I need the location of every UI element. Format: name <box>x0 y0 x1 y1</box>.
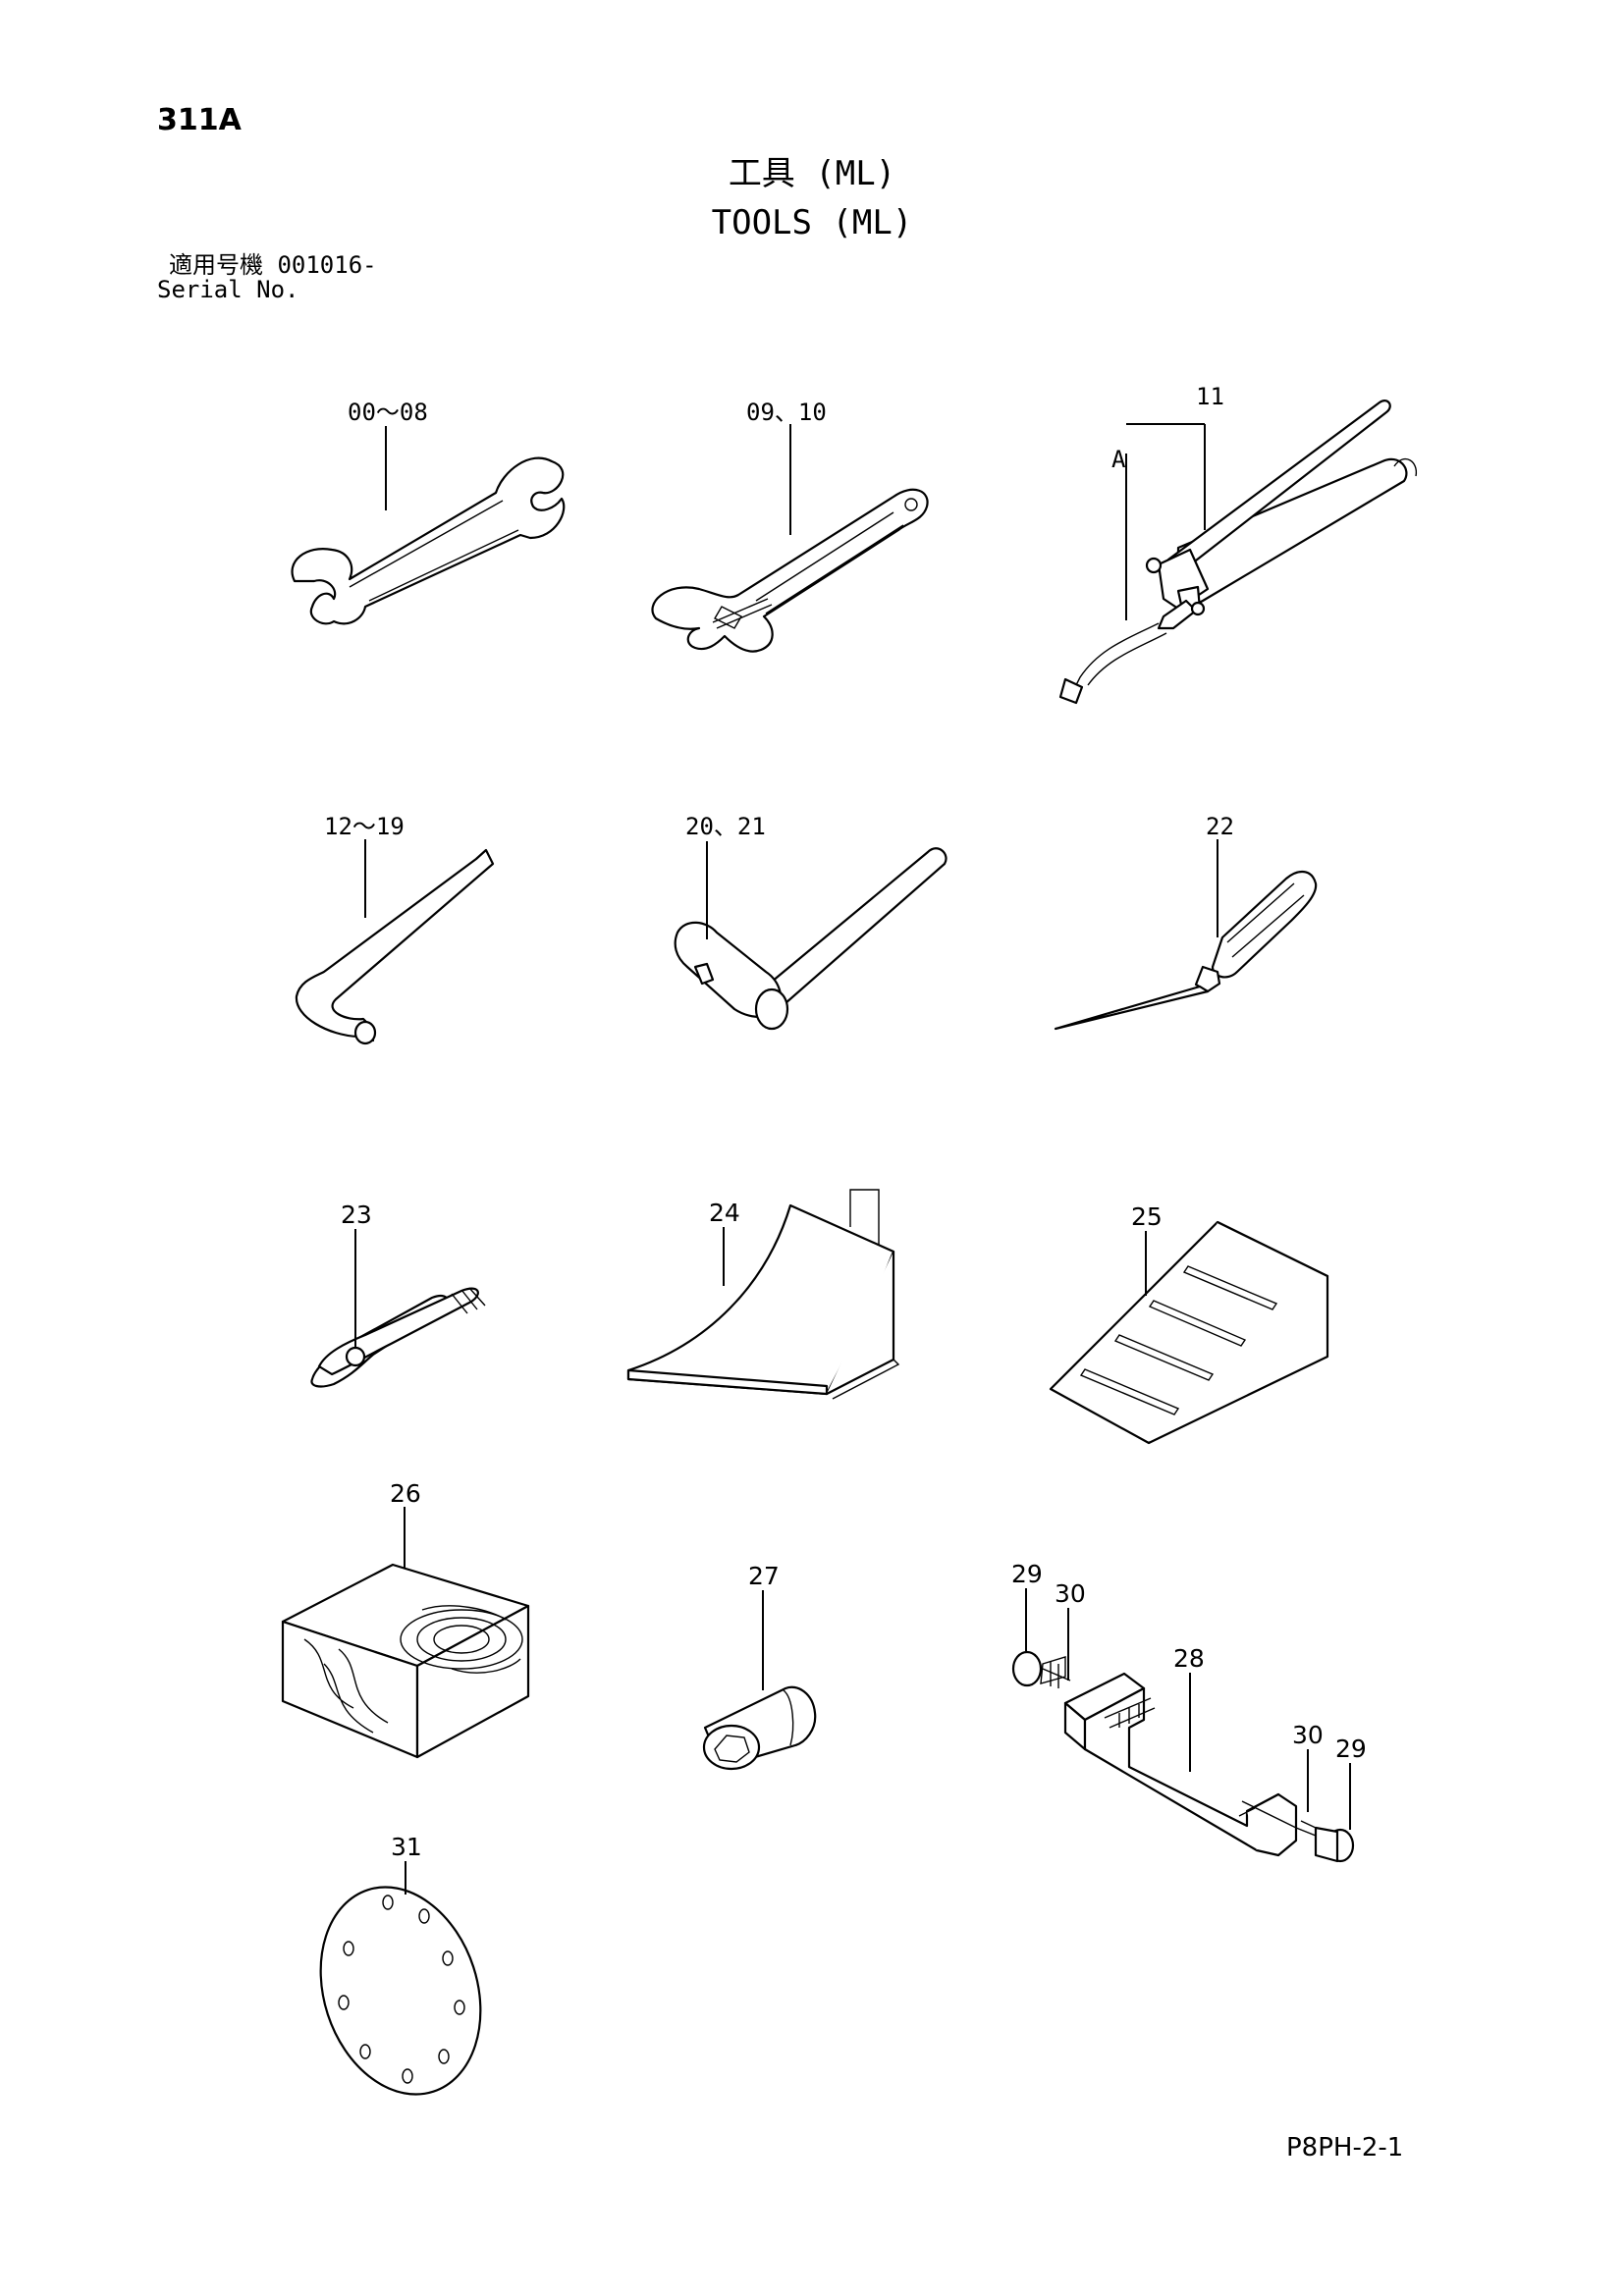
callout-ramp: 25 <box>1131 1202 1163 1231</box>
callout-hammer: 20、21 <box>685 813 766 840</box>
grease-gun-drawing <box>1058 400 1418 705</box>
grease-gun-leaders <box>1125 423 1206 620</box>
page-title-japanese: 工具 (ML) <box>728 154 896 193</box>
screwdriver-drawing <box>1054 871 1318 1031</box>
callout-puller-nut-left: 30 <box>1055 1579 1086 1608</box>
hammer-drawing <box>674 847 947 1031</box>
callout-wrench: 00～08 <box>348 399 428 426</box>
page-title-english: TOOLS (ML) <box>711 203 913 242</box>
callout-puller-frame: 28 <box>1173 1644 1205 1673</box>
callout-hex-key: 12～19 <box>324 813 405 840</box>
callout-wood-block: 26 <box>390 1479 421 1508</box>
plate-drawing <box>319 1886 482 2096</box>
page-code: 311A <box>157 103 242 137</box>
callout-socket: 27 <box>748 1562 780 1590</box>
callout-puller-nut-right: 30 <box>1292 1721 1324 1749</box>
callout-grease-gun-sub: A <box>1111 446 1126 473</box>
callout-wheel-chock: 24 <box>709 1199 740 1227</box>
callout-adjustable-wrench: 09、10 <box>746 399 827 426</box>
wrench-drawing <box>291 456 566 625</box>
serial-label-english: Serial No. <box>157 276 299 303</box>
callout-puller-bolt-right: 29 <box>1335 1735 1367 1763</box>
wood-block-drawing <box>281 1563 530 1759</box>
serial-label-japanese: 適用号機 001016- <box>169 251 377 279</box>
hex-key-drawing <box>295 848 495 1045</box>
callout-pliers: 23 <box>341 1201 372 1229</box>
callout-screwdriver: 22 <box>1206 813 1234 840</box>
socket-drawing <box>702 1685 817 1771</box>
callout-puller-bolt-left: 29 <box>1011 1560 1043 1588</box>
wheel-chock-drawing <box>626 1189 900 1400</box>
pliers-drawing <box>310 1287 486 1388</box>
callout-plate: 31 <box>391 1833 422 1861</box>
callout-grease-gun: 11 <box>1196 383 1224 410</box>
adjustable-wrench-drawing <box>651 488 929 653</box>
puller-drawing <box>1011 1650 1355 1863</box>
ramp-drawing <box>1049 1220 1329 1445</box>
footer-code: P8PH-2-1 <box>1286 2133 1404 2163</box>
